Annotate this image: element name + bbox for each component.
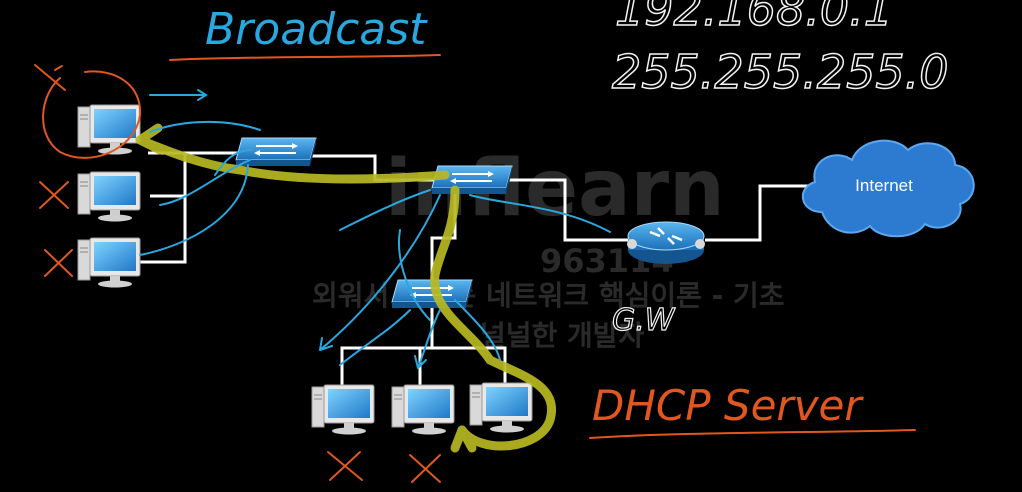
router-icon: [627, 221, 705, 264]
watermark-line2: 널널한 개발자: [480, 319, 645, 352]
pc-icon-bottom-1: [311, 384, 375, 435]
pc-icon-dhcp-server: [469, 382, 533, 433]
ip-address-label: 192.168.0.1: [615, 0, 893, 36]
switch-icon-core: [431, 165, 513, 195]
blue-pen-annotations: [139, 89, 611, 369]
dhcp-server-label: DHCP Server: [592, 381, 864, 430]
subnet-mask-label: 255.255.255.0: [612, 45, 949, 99]
handwritten-annotations: Broadcast 192.168.0.1 255.255.255.0 G.W …: [205, 0, 949, 430]
pc-icon-top-left: [77, 104, 141, 155]
pc-icon-middle-left: [77, 171, 141, 222]
internet-label: Internet: [855, 176, 913, 195]
cloud-icon: Internet: [801, 139, 975, 238]
yellow-path-highlight: [135, 123, 557, 453]
broadcast-label: Broadcast: [205, 4, 428, 55]
gateway-label: G.W: [612, 303, 676, 338]
pc-icon-bottom-left: [77, 237, 141, 288]
watermark-line1: 외워서 끝내는 네트워크 핵심이론 - 기초: [312, 279, 785, 312]
pc-icon-bottom-2: [391, 384, 455, 435]
orange-pen-annotations: [34, 54, 916, 483]
